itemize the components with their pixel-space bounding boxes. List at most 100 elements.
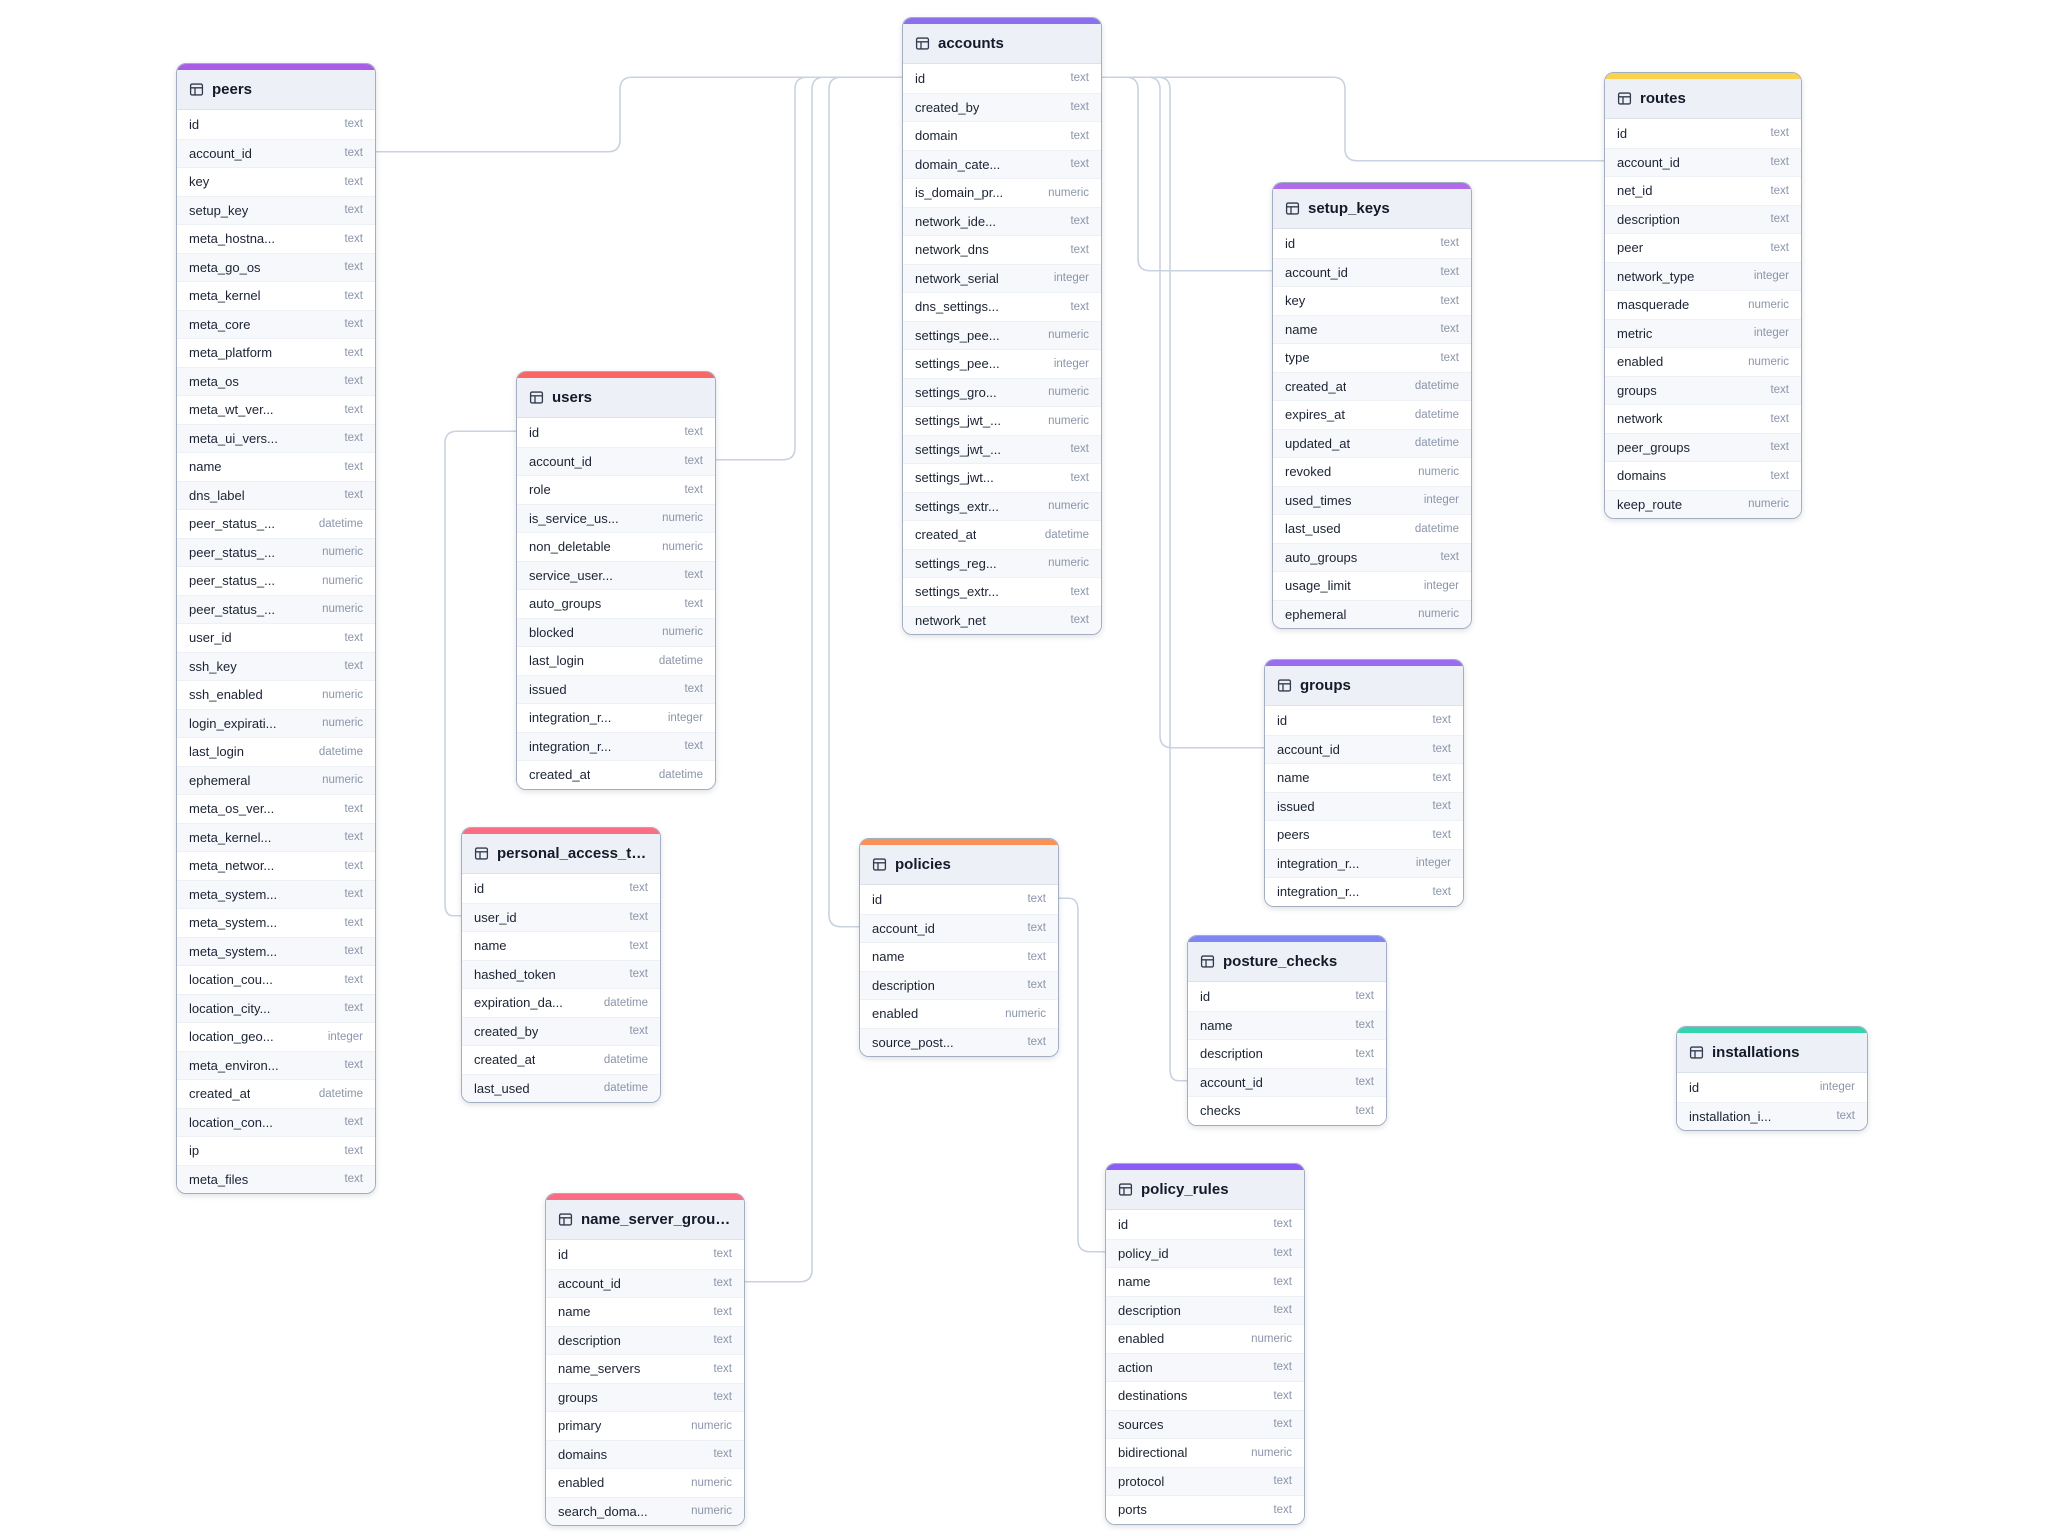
field-type: text — [344, 346, 363, 359]
table-header[interactable]: personal_access_tokens — [462, 834, 660, 874]
table-policy_rules[interactable]: policy_rules id text policy_id text name… — [1105, 1163, 1305, 1525]
table-title: policies — [895, 856, 951, 873]
field-row: hashed_token text — [462, 959, 660, 988]
field-row: id text — [177, 110, 375, 139]
table-header[interactable]: routes — [1605, 79, 1801, 119]
field-type: numeric — [691, 1505, 732, 1518]
field-name: id — [1277, 712, 1288, 728]
field-name: meta_networ... — [189, 858, 275, 874]
field-row: description text — [1605, 204, 1801, 233]
field-name: ssh_key — [189, 658, 237, 674]
table-header[interactable]: accounts — [903, 24, 1101, 64]
field-name: service_user... — [529, 567, 613, 583]
field-type: text — [713, 1277, 732, 1290]
field-row: account_id text — [1273, 257, 1471, 286]
field-type: text — [1027, 950, 1046, 963]
table-users[interactable]: users id text account_id text role text … — [516, 371, 716, 790]
field-name: integration_r... — [529, 738, 612, 754]
field-name: type — [1285, 350, 1310, 366]
table-policies[interactable]: policies id text account_id text name te… — [859, 838, 1059, 1057]
field-row: source_post... text — [860, 1027, 1058, 1056]
table-accounts[interactable]: accounts id text created_by text domain … — [902, 17, 1102, 635]
field-type: text — [1027, 979, 1046, 992]
table-header[interactable]: peers — [177, 70, 375, 110]
field-name: expiration_da... — [474, 995, 563, 1011]
field-row: issued text — [1265, 791, 1463, 820]
field-type: text — [629, 968, 648, 981]
accent-bar — [1273, 183, 1471, 189]
field-name: ports — [1118, 1502, 1147, 1518]
table-header[interactable]: posture_checks — [1188, 942, 1386, 982]
table-header[interactable]: installations — [1677, 1033, 1867, 1073]
field-type: text — [1770, 412, 1789, 425]
field-row: settings_extr... text — [903, 577, 1101, 606]
relationship-policies-accounts[interactable] — [828, 76, 902, 928]
field-name: id — [529, 424, 540, 440]
field-type: numeric — [1048, 386, 1089, 399]
table-groups[interactable]: groups id text account_id text name text… — [1264, 659, 1464, 907]
field-name: last_login — [529, 653, 584, 669]
field-type: text — [1273, 1389, 1292, 1402]
field-type: integer — [1423, 579, 1459, 592]
table-header[interactable]: users — [517, 378, 715, 418]
table-header[interactable]: setup_keys — [1273, 189, 1471, 229]
field-row: id text — [1265, 706, 1463, 735]
table-posture_checks[interactable]: posture_checks id text name text descrip… — [1187, 935, 1387, 1126]
field-row: settings_extr... numeric — [903, 491, 1101, 520]
table-peers[interactable]: peers id text account_id text key text s… — [176, 63, 376, 1194]
relationship-peers-accounts[interactable] — [376, 76, 902, 153]
field-row: name text — [546, 1297, 744, 1326]
table-installations[interactable]: installations id integer installation_i.… — [1676, 1026, 1868, 1131]
field-row: last_login datetime — [177, 737, 375, 766]
field-type: text — [344, 660, 363, 673]
relationship-accounts-setup_keys[interactable] — [1102, 76, 1272, 272]
relationship-users-personal_access_tokens[interactable] — [444, 430, 516, 917]
field-type: text — [1836, 1110, 1855, 1123]
field-type: text — [344, 1144, 363, 1157]
field-name: peer_status_... — [189, 516, 275, 532]
field-name: ip — [189, 1143, 200, 1159]
field-name: usage_limit — [1285, 578, 1351, 594]
field-row: created_by text — [462, 1016, 660, 1045]
field-type: text — [344, 888, 363, 901]
table-personal_access_tokens[interactable]: personal_access_tokens id text user_id t… — [461, 827, 661, 1103]
field-row: integration_r... text — [1265, 877, 1463, 906]
relationship-policies-policy_rules[interactable] — [1059, 897, 1105, 1253]
field-type: text — [344, 147, 363, 160]
field-type: text — [1355, 990, 1374, 1003]
field-row: expires_at datetime — [1273, 400, 1471, 429]
field-name: dns_settings... — [915, 299, 999, 315]
relationship-accounts-groups[interactable] — [1102, 76, 1264, 749]
field-type: text — [1273, 1247, 1292, 1260]
table-header[interactable]: policy_rules — [1106, 1170, 1304, 1210]
field-name: expires_at — [1285, 407, 1345, 423]
field-row: peers text — [1265, 820, 1463, 849]
field-name: id — [474, 880, 485, 896]
field-type: text — [344, 859, 363, 872]
relationship-accounts-routes[interactable] — [1102, 76, 1604, 162]
relationship-name_server_groups-accounts[interactable] — [745, 76, 902, 1283]
field-row: created_by text — [903, 92, 1101, 121]
field-type: integer — [667, 711, 703, 724]
table-routes[interactable]: routes id text account_id text net_id te… — [1604, 72, 1802, 519]
field-row: name text — [462, 931, 660, 960]
field-type: text — [713, 1362, 732, 1375]
table-header[interactable]: name_server_groups — [546, 1200, 744, 1240]
field-row: account_id text — [177, 138, 375, 167]
field-name: masquerade — [1617, 297, 1690, 313]
field-name: name — [558, 1304, 591, 1320]
field-name: name — [1118, 1274, 1151, 1290]
field-name: search_doma... — [558, 1503, 648, 1519]
field-type: numeric — [662, 540, 703, 553]
relationship-users-accounts[interactable] — [716, 76, 902, 461]
field-name: key — [189, 174, 210, 190]
field-row: ssh_enabled numeric — [177, 680, 375, 709]
table-header[interactable]: policies — [860, 845, 1058, 885]
field-name: meta_os_ver... — [189, 801, 275, 817]
table-setup_keys[interactable]: setup_keys id text account_id text key t… — [1272, 182, 1472, 629]
table-name_server_groups[interactable]: name_server_groups id text account_id te… — [545, 1193, 745, 1526]
relationship-accounts-posture_checks[interactable] — [1102, 76, 1187, 1082]
table-header[interactable]: groups — [1265, 666, 1463, 706]
field-type: integer — [1423, 494, 1459, 507]
